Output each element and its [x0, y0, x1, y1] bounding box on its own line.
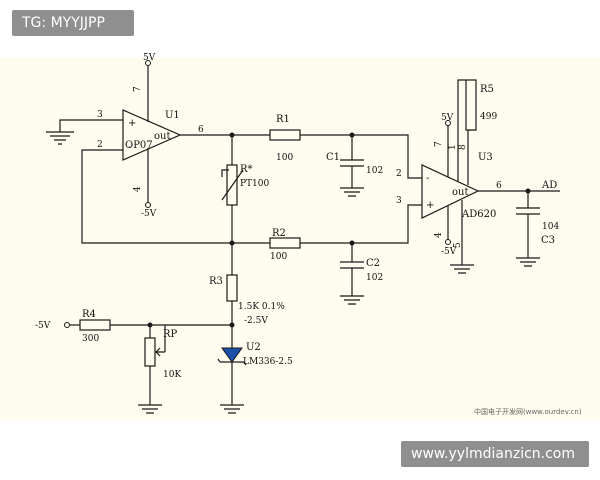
u1-model-label: OP07: [125, 140, 153, 151]
u1-pin7: 7: [133, 86, 143, 92]
rtd-variable-arrow: [221, 169, 244, 201]
ground-symbol-u1: [46, 131, 74, 145]
c2-designator: C2: [366, 258, 380, 269]
r3-designator: R3: [209, 276, 223, 287]
input-neg-5v-label: -5V: [35, 321, 51, 331]
u1-designator: U1: [165, 110, 180, 121]
c3-designator: C3: [541, 235, 555, 246]
r1-designator: R1: [276, 114, 290, 125]
ground-symbol-c3: [516, 257, 540, 267]
r5-value: 499: [480, 112, 497, 122]
r1-value: 100: [276, 153, 293, 163]
u3-pin4: 4: [434, 232, 444, 238]
r2-designator: R2: [272, 228, 286, 239]
c2-value: 102: [366, 273, 383, 283]
potentiometer-rp: [144, 337, 156, 367]
u1-pin3: 3: [97, 110, 103, 120]
resistor-r3: [226, 274, 238, 302]
r4-value: 300: [82, 334, 99, 344]
resistor-r1: [269, 129, 301, 141]
u1-pin6: 6: [198, 125, 204, 135]
rp-designator: RP: [163, 329, 178, 340]
u2-model: LM336-2.5: [243, 357, 293, 367]
u3-model: AD620: [461, 209, 496, 220]
output-label: AD: [541, 180, 557, 191]
u1-pin2: 2: [97, 140, 103, 150]
ground-symbol-rp: [138, 404, 162, 414]
resistor-r4: [79, 319, 111, 331]
telegram-tag-badge: TG: MYYJJPP: [12, 10, 134, 36]
capacitor-c2: [340, 243, 364, 296]
ground-symbol-c1: [340, 187, 364, 197]
r4-designator: R4: [82, 309, 96, 320]
u3-minus-sign: -: [426, 173, 429, 184]
capacitor-c3: [516, 191, 540, 258]
r3-value: 1.5K 0.1%: [238, 302, 285, 312]
c1-value: 102: [366, 166, 383, 176]
u3-pin7: 7: [434, 141, 444, 147]
u1-plus-sign: +: [128, 118, 136, 129]
u3-pin1: 1: [448, 144, 458, 150]
ground-symbol-u3: [450, 264, 474, 274]
negative-reference-voltage: -2.5V: [244, 316, 268, 326]
u3-designator: U3: [478, 152, 493, 163]
rt-designator: R*: [240, 164, 253, 175]
ground-symbol-u2: [220, 404, 244, 414]
u3-out-label: out: [452, 187, 468, 198]
u3-pin5: 5: [453, 242, 463, 248]
u3-pin2: 2: [396, 169, 402, 179]
potentiometer-wiper: [155, 347, 165, 357]
u1-vee-label: -5V: [141, 209, 157, 219]
capacitor-c1: [340, 135, 364, 188]
opamp-u1: + - out OP07 U1: [122, 109, 182, 161]
u3-vcc-label: 5V: [441, 113, 454, 123]
resistor-r5: [465, 79, 477, 131]
u3-plus-sign: +: [426, 200, 434, 211]
u2-designator: U2: [246, 342, 261, 353]
r5-designator: R5: [480, 84, 494, 95]
u3-pin8: 8: [458, 144, 468, 150]
u1-pin4: 4: [133, 186, 143, 192]
inamp-u3: - + out AD620 U3: [421, 152, 496, 220]
u3-vee-label: -5V: [441, 247, 457, 257]
c1-designator: C1: [326, 152, 340, 163]
rp-value: 10K: [163, 370, 181, 380]
u3-pin3: 3: [396, 196, 402, 206]
source-watermark: 中国电子开发网(www.ourdev.cn): [474, 407, 582, 416]
u3-pin6: 6: [496, 181, 502, 191]
website-watermark-badge: www.yylmdianzicn.com: [401, 441, 589, 467]
resistor-r2: [269, 237, 301, 249]
u1-vcc-label: 5V: [143, 53, 156, 63]
c3-value: 104: [542, 222, 559, 232]
r2-value: 100: [270, 252, 287, 262]
rt-model: PT100: [240, 179, 270, 189]
ground-symbol-c2: [340, 295, 364, 305]
u1-out-label: out: [154, 131, 170, 142]
zener-diode-u2: [217, 347, 247, 366]
u1-minus-sign: -: [128, 142, 131, 153]
